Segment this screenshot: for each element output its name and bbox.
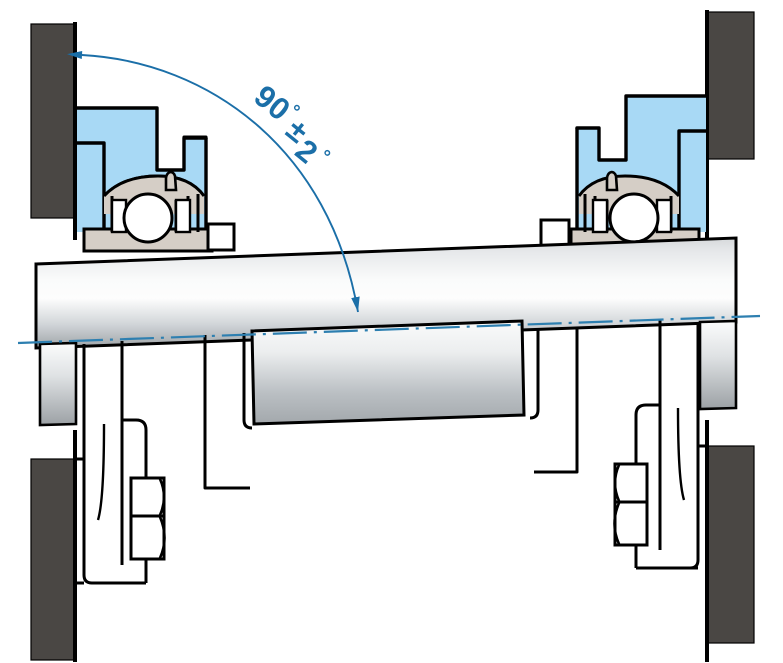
flange-edges-group	[75, 444, 708, 585]
rolling-ball-right	[608, 192, 660, 244]
housing-lower-right-inner-rib	[534, 328, 579, 474]
bearing-seal-arch-right	[577, 174, 681, 198]
bolt-head-right-upper-facet	[613, 462, 649, 504]
bearing-cage-pocket-right-1	[591, 198, 609, 234]
bearing-cage-pocket-left-2	[174, 198, 192, 234]
bolt-head-left-chamfer-upper	[158, 478, 166, 516]
housing-lower-left-inner-rib	[203, 335, 250, 490]
housing-lower-right-step	[634, 403, 660, 568]
grease-fitting-right	[605, 170, 619, 192]
housing-lower-right-inner-rib-2	[529, 330, 540, 420]
shaft-end-right	[698, 319, 738, 411]
housing-lower-left-curve	[96, 423, 106, 521]
housing-lower-right-curve	[676, 407, 686, 501]
bolt-head-left-lower-facet	[129, 514, 166, 561]
lower-housing-outlines-left	[82, 333, 253, 585]
bolt-right-group	[613, 462, 649, 547]
mounting-wall-top-left	[30, 23, 76, 219]
bolt-head-right-chamfer-lower	[613, 502, 621, 545]
housing-lower-left-outer	[82, 344, 146, 585]
set-screw-block-left	[206, 222, 236, 252]
bolt-head-left-chamfer-lower	[158, 516, 166, 559]
right-bearing-unit-group	[539, 94, 708, 253]
bolt-head-right-lower-facet	[613, 500, 649, 547]
bolt-head-left-upper-facet	[129, 476, 166, 518]
grease-fitting-left	[164, 170, 178, 192]
bolt-left-group	[129, 476, 166, 561]
mounting-wall-bottom-left	[30, 458, 76, 661]
housing-lower-left-inner-rib-2	[242, 333, 253, 430]
shaft-end-left	[38, 341, 78, 427]
rolling-ball-left	[122, 192, 174, 244]
housing-lower-left-step	[122, 418, 148, 583]
shaft-centre-section	[250, 319, 526, 426]
perpendicularity-angle-arc	[67, 51, 360, 313]
housing-outline-right-top	[575, 94, 708, 162]
shaft-axis-centerline	[17, 314, 761, 345]
mounting-wall-bottom-right	[707, 445, 755, 644]
bolt-head-right-chamfer-upper	[613, 464, 621, 502]
mounting-wall-top-right	[707, 11, 755, 160]
